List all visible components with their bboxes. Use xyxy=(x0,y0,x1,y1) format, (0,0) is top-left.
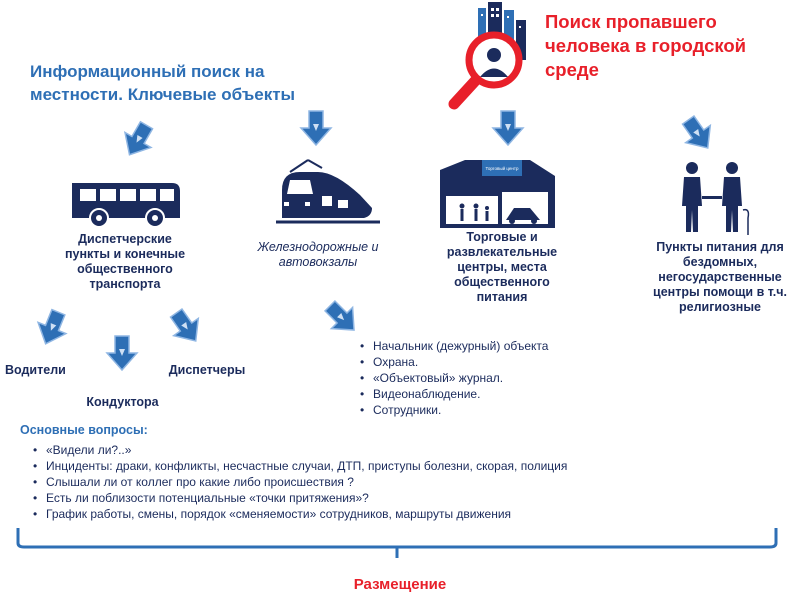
list-item: Есть ли поблизости потенциальные «точки … xyxy=(33,490,666,506)
list-item: «Объектовый» журнал. xyxy=(360,370,613,386)
people-icon xyxy=(682,162,750,235)
list-item: «Видели ли?..» xyxy=(33,442,666,458)
node-stations-label: Железнодорожные и автовокзалы xyxy=(257,240,379,269)
list-item: Инциденты: драки, конфликты, несчастные … xyxy=(33,458,666,474)
train-icon xyxy=(276,159,380,224)
node-transport-label: Диспетчерские пункты и конечные обществе… xyxy=(64,232,186,291)
arrow-to-object-list xyxy=(318,294,366,342)
search-person-icon xyxy=(448,2,526,110)
arrow-to-conductors xyxy=(106,335,138,371)
bus-icon xyxy=(72,183,180,228)
questions-header: Основные вопросы: xyxy=(20,423,148,437)
questions-list: «Видели ли?..» Инциденты: драки, конфлик… xyxy=(30,442,666,522)
object-list: Начальник (дежурный) объекта Охрана. «Об… xyxy=(357,338,613,418)
list-item: Видеонаблюдение. xyxy=(360,386,613,402)
list-item: График работы, смены, порядок «сменяемос… xyxy=(33,506,666,522)
right-title: Поиск пропавшего человека в городской ср… xyxy=(545,11,747,80)
list-item: Начальник (дежурный) объекта xyxy=(360,338,613,354)
list-item: Охрана. xyxy=(360,354,613,370)
role-conductors-label: Кондуктора xyxy=(86,395,159,409)
node-malls-label: Торговые и развлекательные центры, места… xyxy=(446,230,558,304)
list-item: Слышали ли от коллег про какие либо прои… xyxy=(33,474,666,490)
arrow-to-stations xyxy=(300,110,332,146)
arrow-to-malls xyxy=(492,110,524,146)
placement-label: Размещение xyxy=(353,576,447,593)
node-shelters-label: Пункты питания для бездомных, негосударс… xyxy=(653,240,787,314)
arrow-to-transport xyxy=(115,117,161,163)
role-dispatchers-label: Диспетчеры xyxy=(168,363,246,377)
mall-sign-text: Торговый центр xyxy=(486,165,519,171)
arrow-to-shelters xyxy=(675,110,721,158)
arrow-to-dispatchers xyxy=(163,303,209,351)
arrow-to-drivers xyxy=(30,305,74,351)
list-item: Сотрудники. xyxy=(360,402,613,418)
left-title: Информационный поиск на местности. Ключе… xyxy=(30,62,296,104)
mall-icon xyxy=(440,160,555,228)
role-drivers-label: Водители xyxy=(5,363,66,377)
